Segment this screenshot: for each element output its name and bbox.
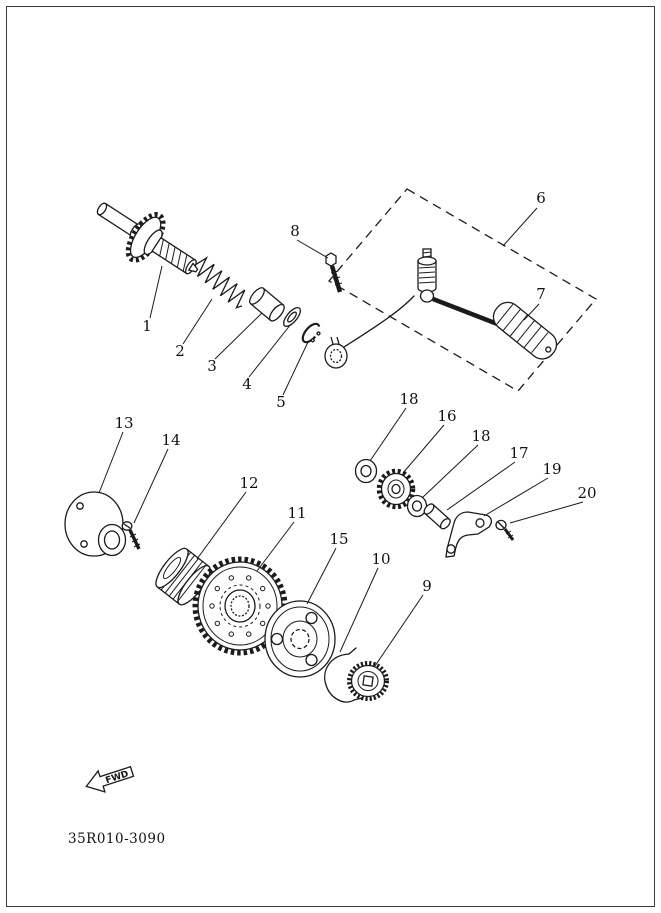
- callout-2: 2: [175, 342, 185, 360]
- callout-15: 15: [329, 530, 348, 548]
- callout-18b: 18: [471, 427, 490, 445]
- part-10-clip-spring: [324, 647, 363, 703]
- leader-line-18a: [369, 407, 407, 462]
- leader-line-8: [296, 239, 329, 259]
- callout-7: 7: [536, 285, 546, 303]
- leader-line-20: [509, 501, 584, 524]
- part-14-screw: [121, 521, 141, 550]
- fwd-arrow: FWD: [85, 765, 135, 793]
- part-2-spring: [195, 256, 246, 309]
- leader-line-13: [98, 431, 124, 494]
- leader-line-15: [306, 547, 337, 605]
- part-4-washer: [283, 306, 301, 328]
- diagram-code: 35R010-3090: [68, 831, 166, 847]
- callout-12: 12: [239, 474, 258, 492]
- callout-9: 9: [422, 577, 432, 595]
- leader-line-7: [523, 303, 540, 321]
- leader-line-17: [446, 461, 516, 511]
- callout-17: 17: [509, 444, 528, 462]
- callout-16: 16: [437, 407, 456, 425]
- part-1-kick-axle: [96, 202, 199, 275]
- page-border: [6, 6, 655, 907]
- callout-8: 8: [290, 222, 300, 240]
- part-8-bolt: [325, 252, 343, 293]
- part-12-needle-bearing: [155, 547, 211, 606]
- callout-6: 6: [536, 189, 546, 207]
- leader-line-19: [483, 477, 549, 517]
- leader-line-1: [149, 265, 163, 319]
- leader-line-5: [282, 341, 309, 396]
- callout-3: 3: [207, 357, 217, 375]
- callout-numbers: 1 2 3 4 5 6 7 8 9 10 11 12 13 14 15 16 1…: [114, 189, 596, 595]
- callout-18a: 18: [399, 390, 418, 408]
- leader-line-10: [339, 567, 379, 653]
- leader-line-9: [374, 594, 424, 667]
- leader-line-6: [502, 207, 538, 247]
- part-20-screw: [495, 519, 515, 541]
- fwd-arrow-icon: [85, 765, 135, 793]
- callout-1: 1: [142, 317, 152, 335]
- part-16-idle-gear: [376, 468, 416, 510]
- leader-line-2: [182, 298, 213, 345]
- callout-5: 5: [276, 393, 286, 411]
- leader-lines: [98, 207, 584, 667]
- part-15-clutch-drum: [264, 600, 336, 678]
- leader-line-12: [196, 491, 247, 560]
- leader-line-18b: [421, 444, 479, 499]
- callout-10: 10: [371, 550, 390, 568]
- callout-13: 13: [114, 414, 133, 432]
- part-17-pin: [423, 503, 451, 530]
- part-3-collar: [249, 287, 285, 322]
- part-19-bracket: [445, 511, 493, 558]
- leader-line-4: [248, 323, 292, 378]
- leader-line-16: [402, 424, 445, 474]
- part-7-pedal-rubber: [492, 301, 558, 360]
- callout-4: 4: [242, 375, 252, 393]
- callout-11: 11: [287, 504, 306, 522]
- kick-crank-lever: [324, 248, 501, 369]
- leader-line-11: [256, 521, 295, 572]
- part-13-flange: [64, 491, 127, 557]
- part-11-gear: [192, 556, 288, 656]
- leader-line-3: [214, 312, 263, 360]
- callout-14: 14: [161, 431, 180, 449]
- part-18b-washer: [406, 494, 428, 518]
- part-18a-washer: [354, 458, 378, 484]
- callout-19: 19: [542, 460, 561, 478]
- leader-line-14: [133, 448, 169, 524]
- callout-20: 20: [577, 484, 596, 502]
- part-9-drive-cog: [347, 661, 389, 701]
